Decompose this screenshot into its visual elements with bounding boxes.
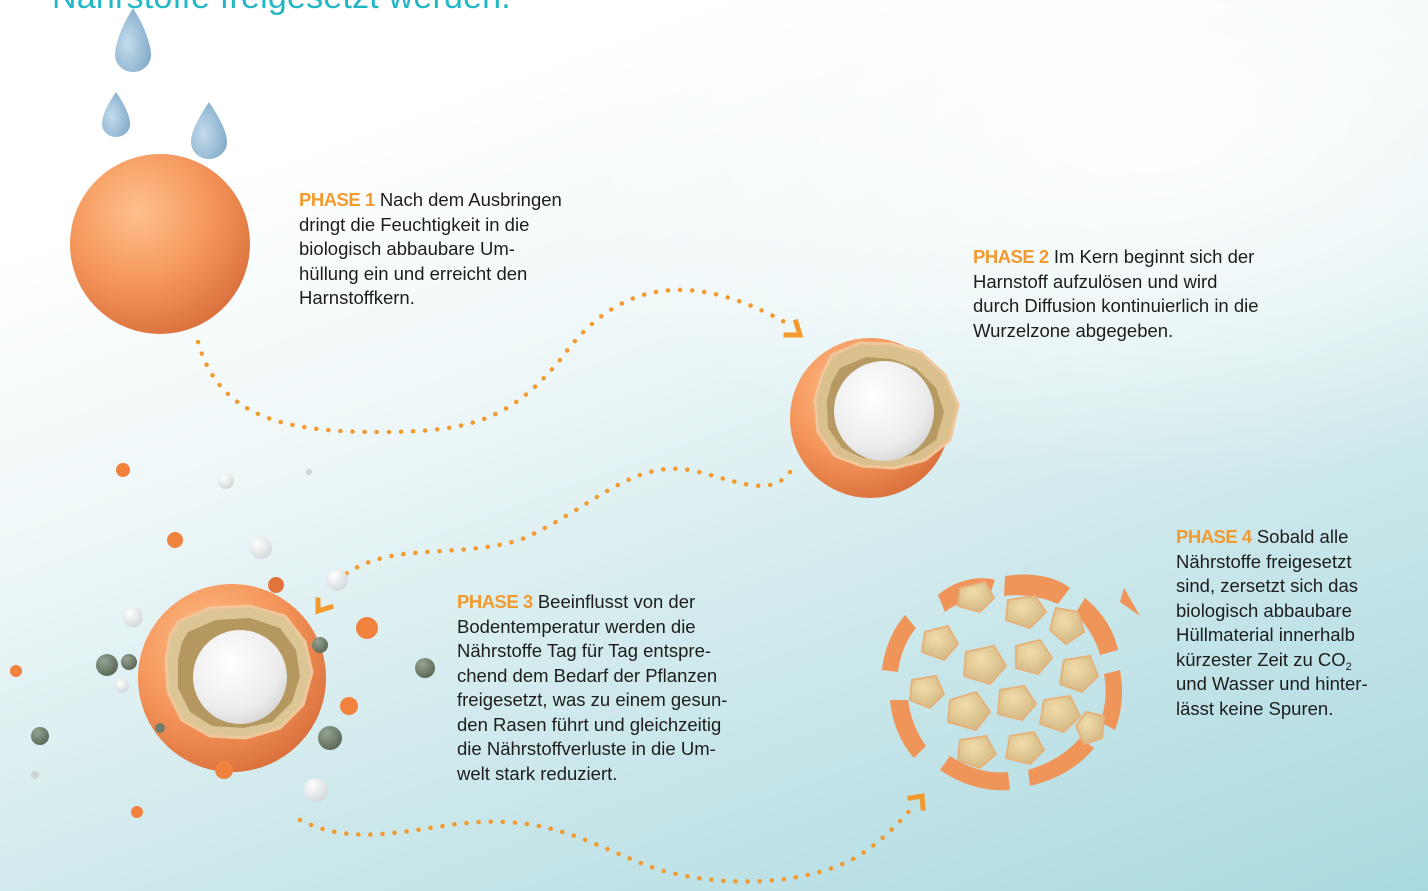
phase-3-text-line: Beeinflusst von der xyxy=(538,591,695,612)
flow-path-2-3 xyxy=(340,469,790,578)
phase-4-text-line: Sobald alle xyxy=(1257,526,1349,547)
phase-4-text-line: und Wasser und hinter- xyxy=(1176,673,1368,694)
phase-4-text-line: sind, zersetzt sich das xyxy=(1176,575,1358,596)
phase-4-text-line: Hüllmaterial innerhalb xyxy=(1176,624,1355,645)
co2-subscript: 2 xyxy=(1346,661,1352,673)
phase-2-description: PHASE 2 Im Kern beginnt sich der Harnsto… xyxy=(973,245,1333,343)
shell-fragments xyxy=(882,575,1140,791)
phase-1-text-line: dringt die Feuchtigkeit in die xyxy=(299,214,529,235)
phase-3-text-line: den Rasen führt und gleichzeitig xyxy=(457,714,721,735)
phase-4-text-line: biologisch abbaubare xyxy=(1176,600,1352,621)
phase-2-text-line: Im Kern beginnt sich der xyxy=(1054,246,1255,267)
phase-3-label: PHASE 3 xyxy=(457,591,533,612)
phase-4-text-line: kürzester Zeit zu CO xyxy=(1176,649,1346,670)
phase-1-text-line: Nach dem Ausbringen xyxy=(380,189,562,210)
water-drop-icon xyxy=(102,92,130,137)
water-drops xyxy=(102,8,227,159)
water-drop-icon xyxy=(191,102,227,159)
phase-3-text-line: die Nährstoffverluste in die Um- xyxy=(457,738,716,759)
flow-path-3-4 xyxy=(300,806,914,882)
granule-phase-1 xyxy=(70,154,250,334)
water-drop-icon xyxy=(115,8,151,72)
phase-4-text-line: lässt keine Spuren. xyxy=(1176,698,1333,719)
phase-1-text-line: Harnstoffkern. xyxy=(299,287,415,308)
arrowhead-3 xyxy=(910,796,923,808)
granule-phase-3 xyxy=(138,584,326,772)
phase-3-description: PHASE 3 Beeinflusst von der Bodentempera… xyxy=(457,590,787,786)
phase-4-description: PHASE 4 Sobald alle Nährstoffe freigeset… xyxy=(1176,525,1416,721)
phase-1-text-line: hüllung ein und erreicht den xyxy=(299,263,527,284)
phase-1-label: PHASE 1 xyxy=(299,189,375,210)
phase-2-text-line: Harnstoff aufzulösen und wird xyxy=(973,271,1217,292)
phase-2-text-line: durch Diffusion kontinuierlich in die xyxy=(973,295,1259,316)
phase-3-text-line: welt stark reduziert. xyxy=(457,763,617,784)
phase-3-text-line: Bodentemperatur werden die xyxy=(457,616,696,637)
granule-phase-2 xyxy=(790,338,958,498)
phase-4-text-line: Nährstoffe freigesetzt xyxy=(1176,551,1352,572)
phase-3-text-line: freigesetzt, was zu einem gesun- xyxy=(457,689,727,710)
arrowhead-2 xyxy=(318,600,331,611)
flow-path-1-2 xyxy=(198,290,790,432)
phase-3-text-line: chend dem Bedarf der Pflanzen xyxy=(457,665,717,686)
phase-1-description: PHASE 1 Nach dem Ausbringen dringt die F… xyxy=(299,188,629,311)
phase-1-text-line: biologisch abbaubare Um- xyxy=(299,238,515,259)
phase-3-text-line: Nährstoffe Tag für Tag entspre- xyxy=(457,640,711,661)
phase-4-label: PHASE 4 xyxy=(1176,526,1252,547)
arrowhead-1 xyxy=(786,322,800,335)
phase-2-text-line: Wurzelzone abgegeben. xyxy=(973,320,1173,341)
phase-2-label: PHASE 2 xyxy=(973,246,1049,267)
